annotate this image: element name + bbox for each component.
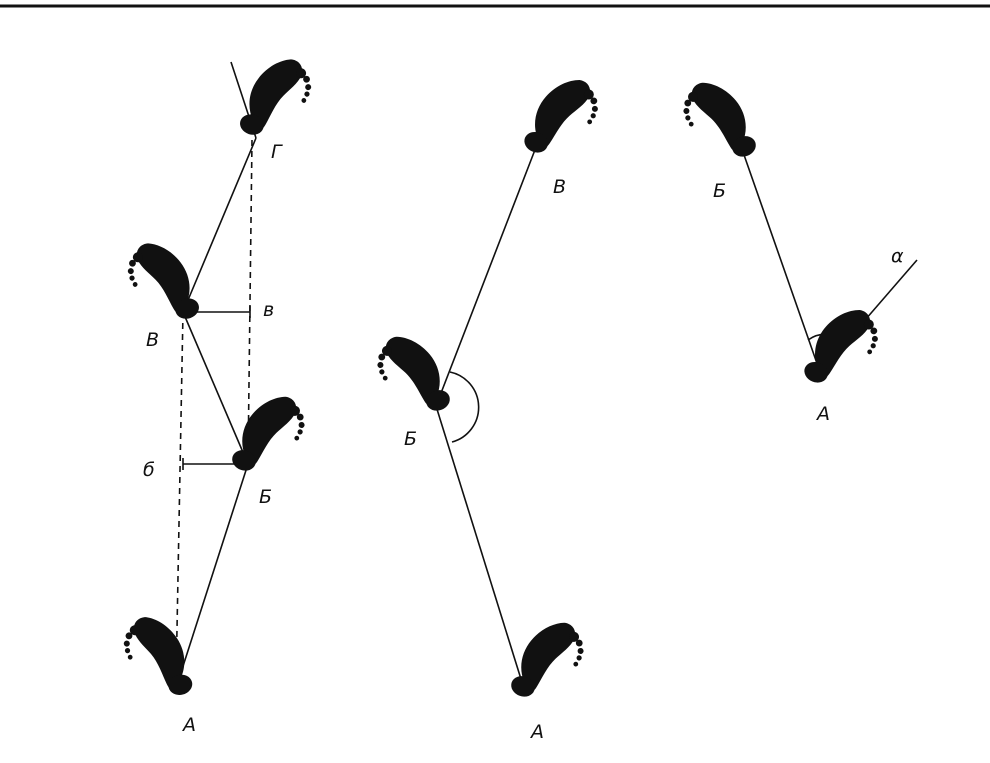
- step-line-b-a: [175, 463, 249, 689]
- label-b: Б: [713, 180, 726, 202]
- label-a: А: [529, 721, 544, 743]
- label-g: Г: [271, 141, 283, 163]
- footprint-a: [118, 609, 195, 706]
- footprint-a: [508, 612, 592, 712]
- step-line-v-b: [435, 141, 539, 407]
- step-line-b-a: [435, 405, 526, 693]
- label-v: В: [146, 329, 159, 351]
- footprint-a: [801, 298, 887, 399]
- panel-1: Г в В б Б А: [118, 50, 319, 736]
- step-line-v-b: [182, 311, 249, 465]
- label-v-small: в: [263, 299, 274, 321]
- footprint-b: [675, 72, 759, 172]
- label-b-small: б: [143, 459, 155, 481]
- label-alpha: α: [891, 245, 904, 267]
- dashed-axis-right: [247, 139, 253, 465]
- panel-2: В Б А: [369, 68, 607, 743]
- footprint-b: [229, 386, 313, 486]
- step-line-g-v: [182, 137, 257, 313]
- label-a: А: [815, 403, 830, 425]
- label-b: Б: [259, 486, 272, 508]
- footprint-v: [120, 234, 202, 333]
- dashed-axis-left: [175, 311, 184, 683]
- footprint-b: [369, 326, 453, 426]
- label-v: В: [553, 176, 566, 198]
- footprint-g: [237, 50, 319, 149]
- panel-3: Б А α: [675, 72, 918, 425]
- label-a: А: [181, 714, 196, 736]
- label-b: Б: [404, 428, 417, 450]
- step-line-b-a: [742, 151, 821, 373]
- angle-arc: [449, 371, 480, 443]
